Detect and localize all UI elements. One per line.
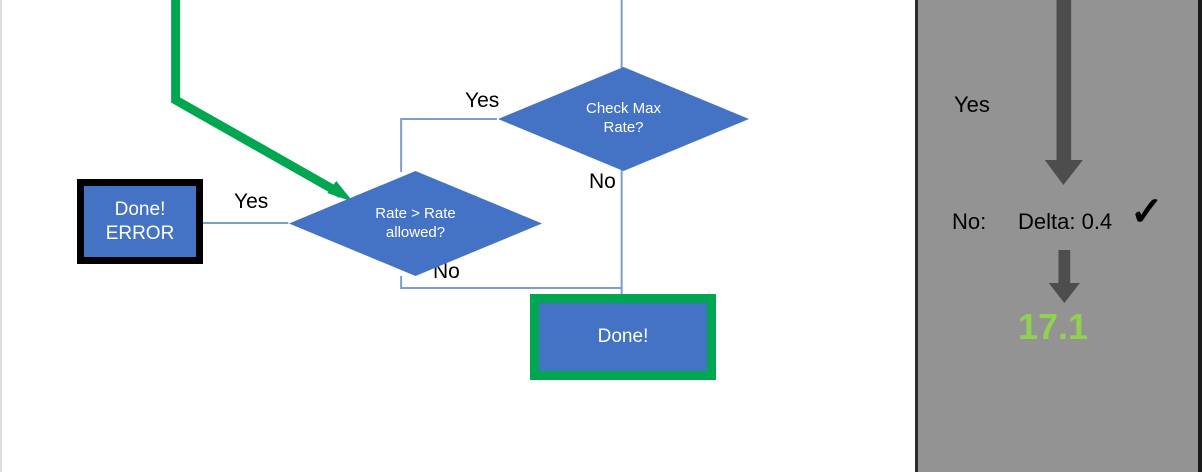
flowchart-canvas: Check Max Rate? Rate > Rate allowed? Don… — [0, 0, 749, 472]
edge-label-check-max-rate-yes: Yes — [465, 89, 500, 112]
short-down-arrow-icon — [1048, 250, 1080, 303]
check-mark-icon: ✓ — [1130, 190, 1164, 234]
terminal-label-line1: Done! — [114, 199, 166, 221]
decision-label: Check Max Rate? — [585, 100, 662, 136]
terminal-done[interactable]: Done! — [530, 294, 716, 380]
terminal-done-error[interactable]: Done! ERROR — [77, 179, 203, 264]
decision-label: Rate > Rate allowed? — [375, 204, 456, 241]
edge-label-rate-yes: Yes — [234, 190, 269, 213]
panel-arrows — [1044, 0, 1083, 303]
terminal-label-line2: ERROR — [105, 222, 175, 244]
edge-label-check-max-rate-no: No — [589, 170, 616, 193]
panel-yes-label: Yes — [954, 92, 990, 117]
status-panel: Yes No: Delta: 0.4 ✓ 17.1 — [915, 0, 1202, 472]
panel-result-value: 17.1 — [1018, 306, 1089, 347]
terminal-label: Done! — [597, 326, 649, 348]
connector-check-yes-to-rate — [400, 118, 497, 172]
panel-delta-value: Delta: 0.4 — [1018, 209, 1113, 234]
highlight-path-green — [171, 0, 344, 198]
decision-rate-greater-than-rate-allowed[interactable]: Rate > Rate allowed? — [289, 171, 542, 276]
panel-no-label: No: — [952, 209, 987, 234]
decision-check-max-rate[interactable]: Check Max Rate? — [498, 67, 749, 171]
long-down-arrow-icon — [1044, 0, 1083, 185]
